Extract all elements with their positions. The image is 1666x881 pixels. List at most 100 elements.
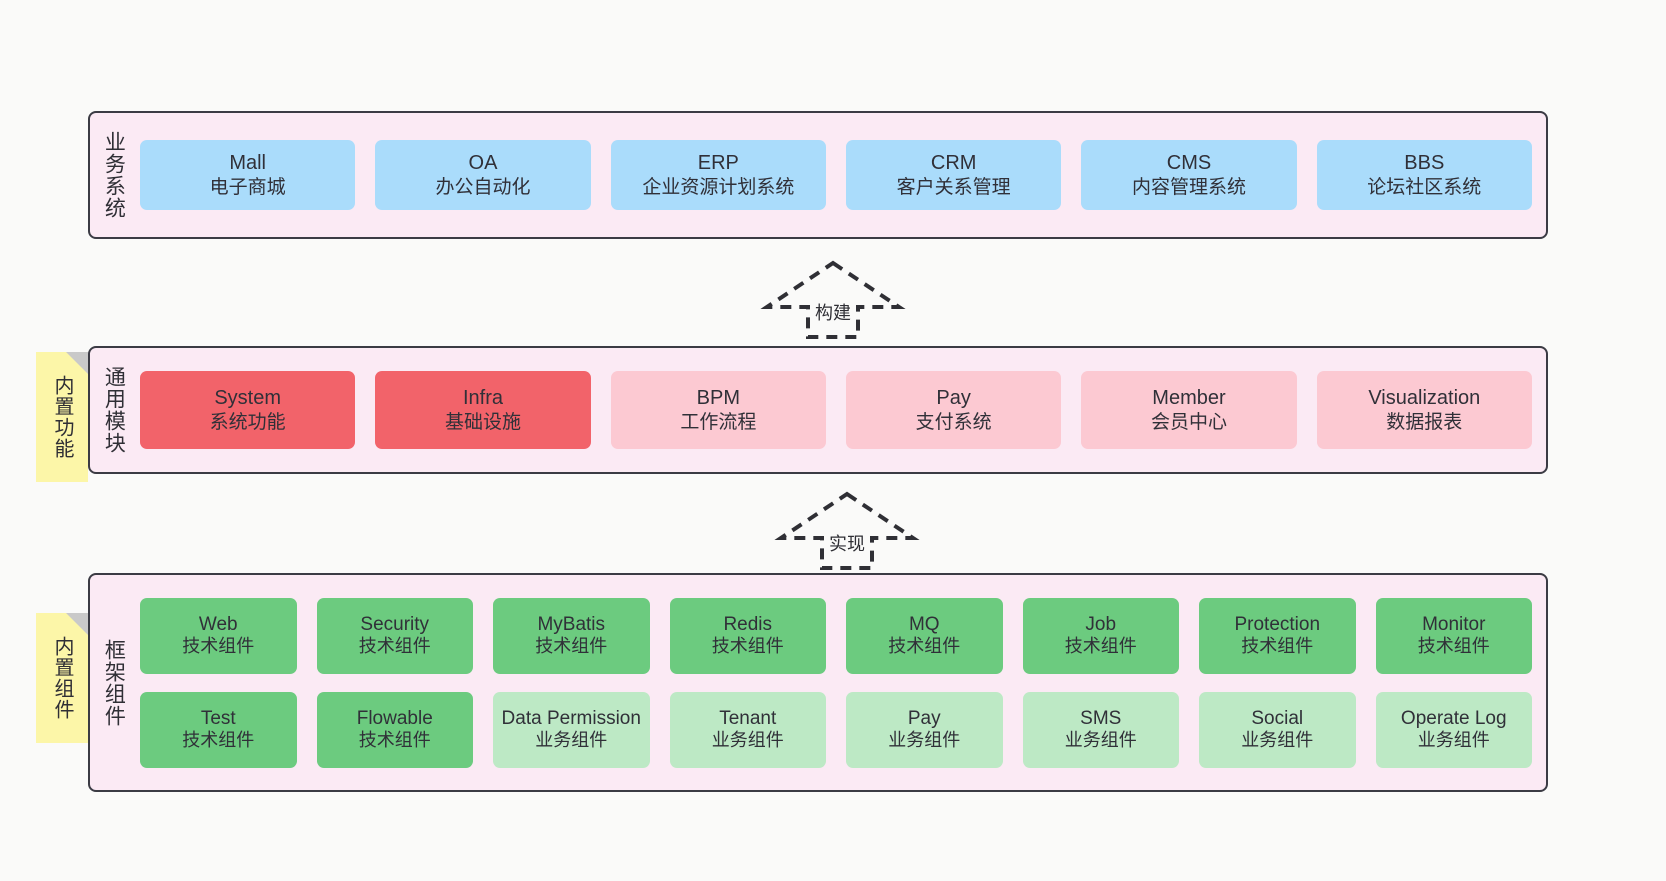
node-bpm[interactable]: BPM 工作流程 xyxy=(610,371,826,449)
node-title-en: Security xyxy=(360,613,430,635)
node-title-cn: 办公自动化 xyxy=(435,176,531,198)
node-title-cn: 电子商城 xyxy=(209,176,286,198)
node-erp[interactable]: ERP 企业资源计划系统 xyxy=(610,140,826,210)
node-title-en: BBS xyxy=(1404,152,1445,175)
node-title-cn: 技术组件 xyxy=(1064,636,1137,657)
node-title-en: Web xyxy=(198,613,238,635)
node-title-en: Social xyxy=(1251,707,1304,729)
node-title-cn: 企业资源计划系统 xyxy=(642,176,795,198)
node-title-cn: 技术组件 xyxy=(1417,636,1490,657)
node-row: System 系统功能 Infra 基础设施 BPM 工作流程 Pay 支付系统… xyxy=(140,371,1532,449)
node-title-en: Flowable xyxy=(356,707,433,729)
node-title-cn: 业务组件 xyxy=(1241,730,1314,751)
node-title-cn: 业务组件 xyxy=(1064,730,1137,751)
node-title-cn: 支付系统 xyxy=(915,411,992,433)
node-title-en: Mall xyxy=(229,152,266,175)
node-title-cn: 技术组件 xyxy=(888,636,961,657)
node-flowable[interactable]: Flowable 技术组件 xyxy=(316,691,473,768)
connector-implement: 实现 xyxy=(772,488,922,574)
node-web[interactable]: Web 技术组件 xyxy=(140,597,297,674)
node-title-cn: 业务组件 xyxy=(1417,730,1490,751)
node-bbs[interactable]: BBS 论坛社区系统 xyxy=(1316,140,1532,210)
layer-body-framework-component: Web 技术组件 Security 技术组件 MyBatis 技术组件 Redi… xyxy=(136,575,1546,790)
node-title-cn: 业务组件 xyxy=(888,730,961,751)
node-title-en: Pay xyxy=(907,707,941,729)
layer-title-business-system: 业务系统 xyxy=(102,131,126,219)
node-title-cn: 论坛社区系统 xyxy=(1367,176,1482,198)
node-social[interactable]: Social 业务组件 xyxy=(1199,691,1356,768)
node-title-en: MQ xyxy=(908,613,940,635)
node-mybatis[interactable]: MyBatis 技术组件 xyxy=(493,597,650,674)
node-sms[interactable]: SMS 业务组件 xyxy=(1022,691,1179,768)
node-title-en: SMS xyxy=(1080,707,1122,729)
layer-title-framework-component: 框架组件 xyxy=(102,638,126,727)
layer-framework-component: 框架组件 Web 技术组件 Security 技术组件 MyBatis 技术组件… xyxy=(88,573,1548,792)
node-title-cn: 工作流程 xyxy=(680,411,757,433)
node-title-cn: 业务组件 xyxy=(535,730,608,751)
node-job[interactable]: Job 技术组件 xyxy=(1022,597,1179,674)
node-infra[interactable]: Infra 基础设施 xyxy=(375,371,591,449)
node-title-cn: 数据报表 xyxy=(1386,411,1463,433)
node-title-en: Test xyxy=(200,707,236,729)
node-oa[interactable]: OA 办公自动化 xyxy=(375,140,591,210)
node-title-cn: 业务组件 xyxy=(711,730,784,751)
node-title-cn: 技术组件 xyxy=(182,636,255,657)
node-title-en: CRM xyxy=(930,152,977,175)
node-security[interactable]: Security 技术组件 xyxy=(316,597,473,674)
layer-business-system: 业务系统 Mall 电子商城 OA 办公自动化 ERP 企业资源计划系统 CRM… xyxy=(88,111,1548,239)
node-row: Web 技术组件 Security 技术组件 MyBatis 技术组件 Redi… xyxy=(140,597,1532,674)
node-title-cn: 内容管理系统 xyxy=(1131,176,1246,198)
node-member[interactable]: Member 会员中心 xyxy=(1081,371,1297,449)
node-title-en: Data Permission xyxy=(501,707,641,729)
node-title-en: Infra xyxy=(462,387,503,410)
node-title-cn: 客户关系管理 xyxy=(896,176,1011,198)
node-monitor[interactable]: Monitor 技术组件 xyxy=(1375,597,1532,674)
build-arrow-shape xyxy=(760,260,906,339)
node-row: Test 技术组件 Flowable 技术组件 Data Permission … xyxy=(140,691,1532,768)
node-title-en: BPM xyxy=(696,387,740,410)
layer-body-business-system: Mall 电子商城 OA 办公自动化 ERP 企业资源计划系统 CRM 客户关系… xyxy=(136,113,1546,237)
node-mq[interactable]: MQ 技术组件 xyxy=(846,597,1003,674)
layer-title-common-module: 通用模块 xyxy=(102,366,126,454)
layer-body-common-module: System 系统功能 Infra 基础设施 BPM 工作流程 Pay 支付系统… xyxy=(136,348,1546,472)
node-title-cn: 技术组件 xyxy=(711,636,784,657)
node-title-en: Visualization xyxy=(1368,387,1481,410)
node-title-en: System xyxy=(214,387,281,410)
implement-arrow-shape xyxy=(774,491,920,570)
node-title-cn: 技术组件 xyxy=(535,636,608,657)
node-protection[interactable]: Protection 技术组件 xyxy=(1199,597,1356,674)
node-title-cn: 系统功能 xyxy=(209,411,286,433)
node-visualization[interactable]: Visualization 数据报表 xyxy=(1316,371,1532,449)
node-data-permission[interactable]: Data Permission 业务组件 xyxy=(493,691,650,768)
note-builtin-function: 内置功能 xyxy=(36,352,88,482)
node-redis[interactable]: Redis 技术组件 xyxy=(669,597,826,674)
node-pay[interactable]: Pay 支付系统 xyxy=(845,371,1062,449)
layer-common-module: 通用模块 System 系统功能 Infra 基础设施 BPM 工作流程 Pay… xyxy=(88,346,1548,474)
node-title-en: ERP xyxy=(697,152,739,175)
node-title-en: Pay xyxy=(936,387,971,410)
note-builtin-function-label: 内置功能 xyxy=(51,375,73,459)
connector-build: 构建 xyxy=(758,257,908,343)
node-system[interactable]: System 系统功能 xyxy=(140,371,356,449)
node-title-cn: 技术组件 xyxy=(358,636,431,657)
node-title-en: Job xyxy=(1085,613,1117,635)
node-title-cn: 技术组件 xyxy=(1241,636,1314,657)
node-tenant[interactable]: Tenant 业务组件 xyxy=(669,691,826,768)
node-title-en: CMS xyxy=(1166,152,1212,175)
node-row: Mall 电子商城 OA 办公自动化 ERP 企业资源计划系统 CRM 客户关系… xyxy=(140,140,1532,210)
node-pay-business[interactable]: Pay 业务组件 xyxy=(846,691,1003,768)
node-title-en: MyBatis xyxy=(537,613,606,635)
node-mall[interactable]: Mall 电子商城 xyxy=(140,140,356,210)
node-title-en: OA xyxy=(468,152,498,175)
node-crm[interactable]: CRM 客户关系管理 xyxy=(845,140,1062,210)
node-title-en: Operate Log xyxy=(1400,707,1507,729)
node-title-cn: 基础设施 xyxy=(444,411,521,433)
node-title-cn: 技术组件 xyxy=(358,730,431,751)
node-test[interactable]: Test 技术组件 xyxy=(140,691,297,768)
node-operate-log[interactable]: Operate Log 业务组件 xyxy=(1375,691,1532,768)
node-title-cn: 会员中心 xyxy=(1150,411,1227,433)
node-title-en: Tenant xyxy=(719,707,777,729)
node-title-en: Redis xyxy=(723,613,773,635)
node-cms[interactable]: CMS 内容管理系统 xyxy=(1081,140,1297,210)
